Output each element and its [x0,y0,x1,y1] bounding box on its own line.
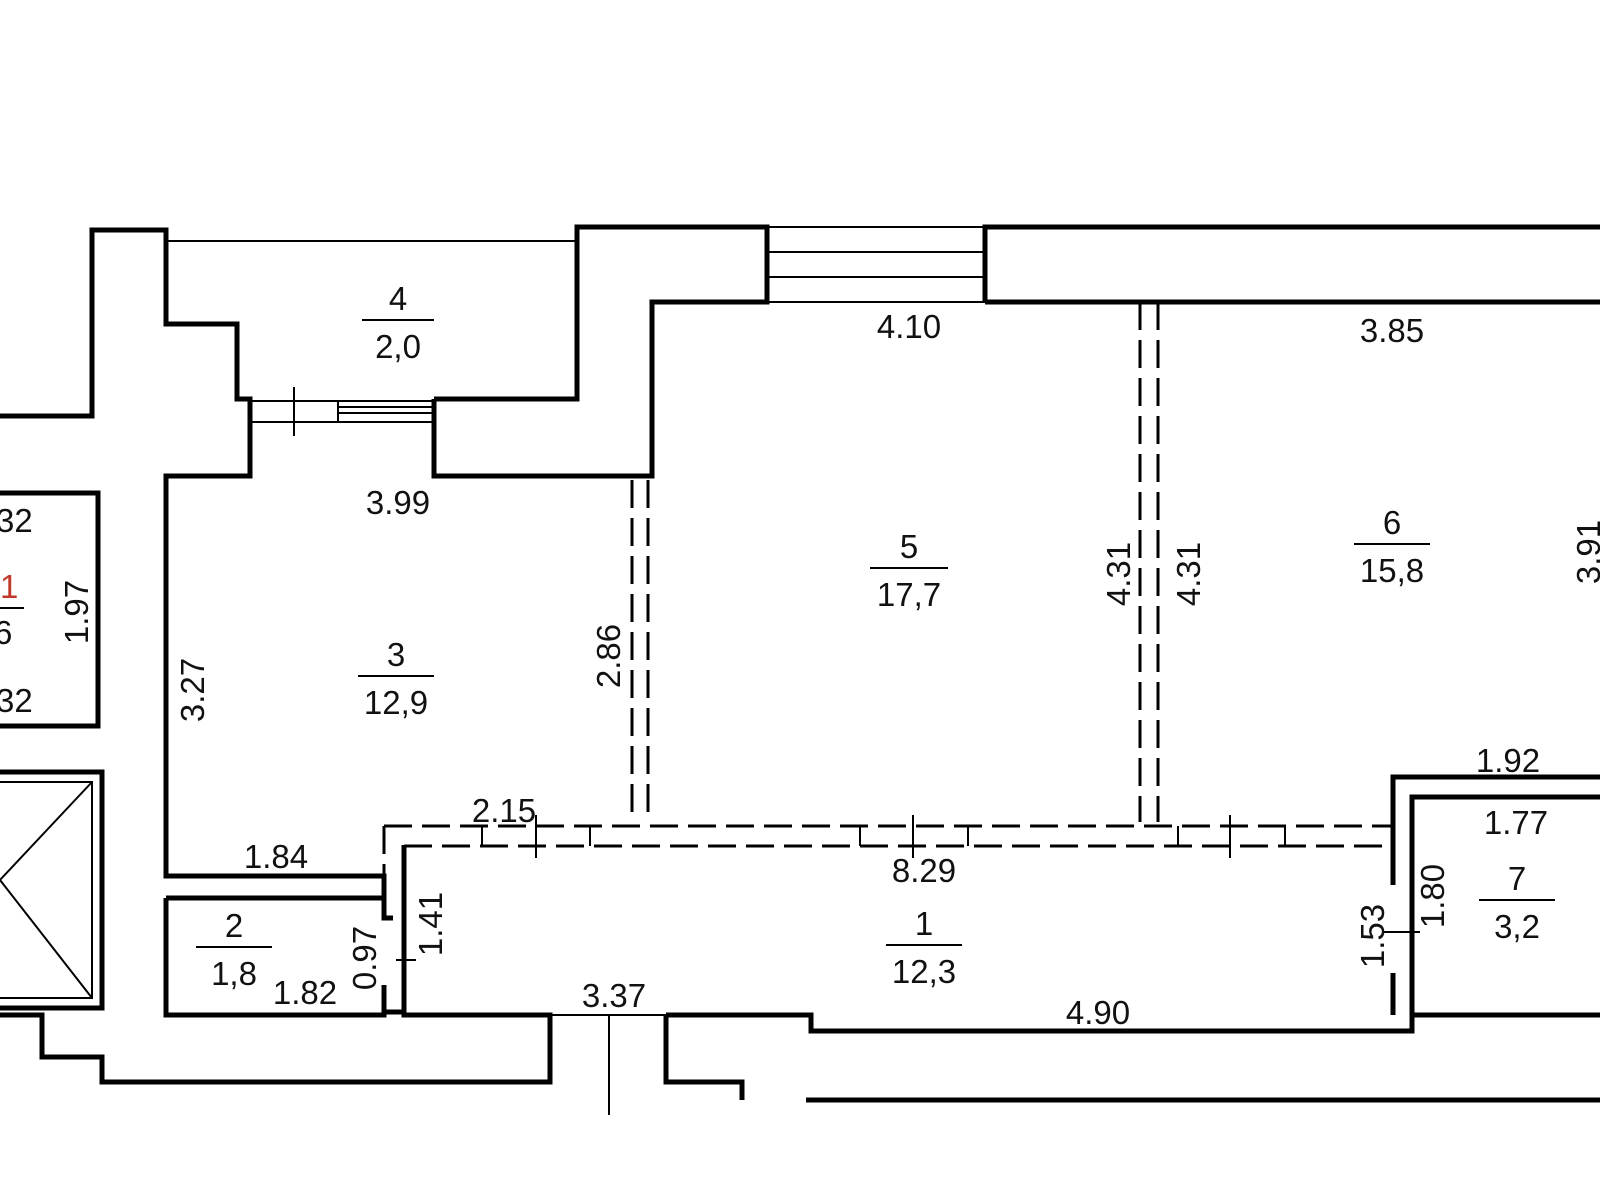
dim-r7-top: 1.77 [1484,804,1548,841]
dim-r3-right: 2.86 [590,624,627,688]
dim-r6-right: 3.91 [1570,520,1600,584]
dim-neighbor-side: 1.97 [58,580,95,644]
room-3-number: 3 [387,636,405,673]
room-1-label: 1 12,3 [886,905,962,990]
dim-r3-left: 3.27 [174,658,211,722]
dim-r5-top: 4.10 [877,308,941,345]
room-5-label: 5 17,7 [870,528,948,613]
dim-r6-left: 4.31 [1170,542,1207,606]
walls [0,224,1600,1103]
dim-corridor-left: 1.41 [412,892,449,956]
elevator-cross [0,781,93,999]
wall-top-right [982,224,1600,302]
dim-entrance: 3.37 [582,977,646,1014]
window-top [767,226,985,303]
dim-r2-height: 0.97 [346,926,383,990]
wall-elevator-inner [0,781,93,999]
room-5-area: 17,7 [877,576,941,613]
dim-r2-width: 1.82 [273,974,337,1011]
room-6-label: 6 15,8 [1354,504,1430,589]
room-labels: 4 2,0 3 12,9 5 17,7 6 15,8 1 12,3 2 1,8 [0,280,1555,992]
wall-room4-right [431,224,770,479]
dim-corridor-top: 8.29 [892,852,956,889]
room-2-number: 2 [225,907,243,944]
wall-room7-outer [1390,774,1600,885]
dim-corridor-bottom: 4.90 [1066,994,1130,1031]
room-7-area: 3,2 [1494,908,1540,945]
room-4-number: 4 [389,280,407,317]
dim-r7-top-outer: 1.92 [1476,742,1540,779]
dim-r3-base: 1.84 [244,838,308,875]
room-2-label: 2 1,8 [196,907,272,992]
room-1-area: 12,3 [892,953,956,990]
wall-bottom-mid [663,1015,745,1100]
room-7-number: 7 [1508,860,1526,897]
room-6-number: 6 [1383,504,1401,541]
room-6-area: 15,8 [1360,552,1424,589]
dim-r5-right: 4.31 [1100,542,1137,606]
dim-r7-side: 1.80 [1414,864,1451,928]
wall-left-outer [0,227,387,898]
neighbor-bottom-dim: 32 [0,682,33,719]
room-3-label: 3 12,9 [358,636,434,721]
dimensions: 3.99 4.10 3.85 2.15 1.84 8.29 4.90 3.37 … [58,308,1600,1031]
wall-room7-inner [1409,794,1600,1015]
windows [250,226,985,436]
wall-room2 [166,895,393,921]
neighbor-room-number: 1 [0,568,18,605]
room-7-label: 7 3,2 [1479,860,1555,945]
dim-corridor-right: 1.53 [1354,904,1391,968]
room-4-area: 2,0 [375,328,421,365]
neighbor-room-area: 6 [0,614,12,651]
dim-r3-bottom: 2.15 [472,792,536,829]
room-5-number: 5 [900,528,918,565]
partition-ticks [396,815,1420,1115]
neighbor-top-dim: 32 [0,502,33,539]
room-3-area: 12,9 [364,684,428,721]
wall-neighbor-box [0,490,101,729]
wall-elevator [0,769,105,1011]
wall-bottom-corridor [666,1012,1600,1034]
dim-r6-top: 3.85 [1360,312,1424,349]
partitions [382,302,1420,1115]
window-room4 [250,387,434,436]
room-4-label: 4 2,0 [362,280,434,365]
dim-r4-bottom: 3.99 [366,484,430,521]
neighbor-room-label: 32 1 6 32 [0,502,33,719]
room-2-area: 1,8 [211,955,257,992]
room-1-number: 1 [915,905,933,942]
